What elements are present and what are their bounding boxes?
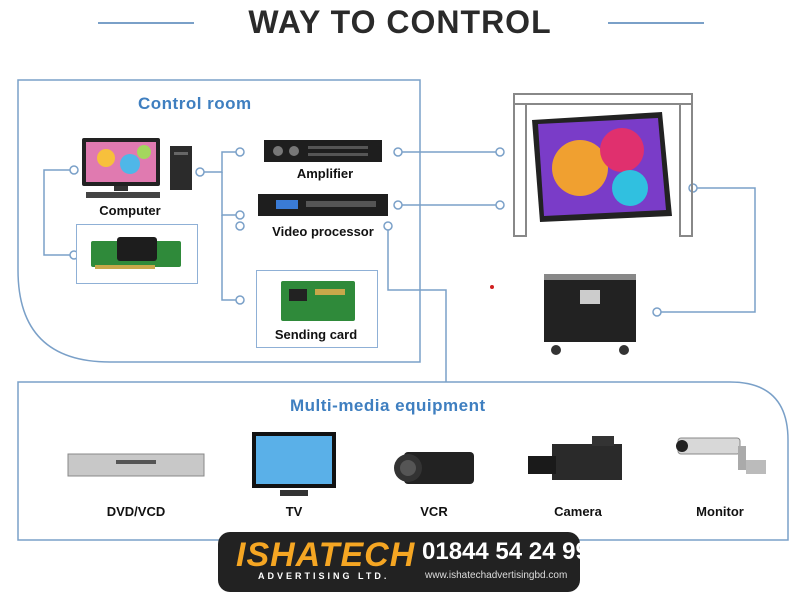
title-rule-left — [98, 22, 194, 24]
computer-caption: Computer — [99, 203, 161, 218]
wire-computer-vp — [221, 172, 240, 216]
mm-caption-dvd: DVD/VCD — [106, 504, 166, 519]
security-monitor-camera-icon — [672, 432, 772, 480]
sending-card-box: Sending card — [256, 270, 378, 348]
graphics-card-box — [76, 224, 198, 284]
wire-computer-amp — [200, 151, 240, 173]
title-rule-right — [608, 22, 704, 24]
mm-caption-tv: TV — [285, 504, 303, 519]
video-processor-caption: Video processor — [272, 224, 374, 239]
amplifier-caption: Amplifier — [296, 166, 354, 181]
wire-vp-multimedia — [387, 226, 447, 382]
control-room-frame — [17, 79, 421, 363]
company-logo-banner — [218, 532, 580, 592]
company-phone: 01844 54 24 99 — [422, 538, 589, 565]
sending-card-caption: Sending card — [274, 327, 358, 342]
company-logo-name: ISHATECH — [236, 536, 416, 574]
multimedia-label: Multi-media equipment — [290, 396, 486, 415]
tv-icon — [250, 430, 338, 502]
wire-computer-gpu — [43, 169, 74, 256]
company-url[interactable]: www.ishatechadvertisingbd.com — [425, 570, 568, 581]
multimedia-frame — [17, 381, 789, 541]
dvd-player-icon — [66, 446, 206, 486]
mm-caption-vcr: VCR — [420, 504, 448, 519]
computer-icon — [80, 136, 200, 200]
led-screen-on-truss — [510, 88, 696, 240]
amplifier-icon — [264, 138, 382, 166]
sending-card-icon — [281, 281, 355, 321]
graphics-card-icon — [91, 237, 181, 269]
wire-computer-sending — [221, 215, 240, 301]
mm-caption-monitor: Monitor — [696, 504, 744, 519]
page-title: WAY TO CONTROL — [248, 4, 552, 40]
wire-screen-case — [657, 187, 756, 313]
mm-caption-camera: Camera — [554, 504, 602, 519]
control-room-label: Control room — [138, 94, 252, 113]
company-logo-subtitle: ADVERTISING LTD. — [258, 571, 390, 581]
camera-icon — [522, 434, 634, 494]
flight-case-icon — [540, 270, 640, 356]
video-processor-icon — [258, 192, 388, 220]
vcr-camcorder-icon — [384, 446, 484, 492]
